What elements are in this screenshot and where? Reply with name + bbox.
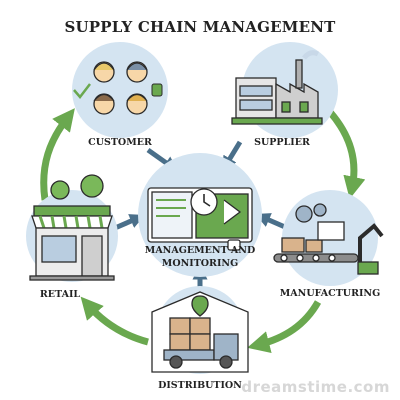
management-monitoring-illustration [138, 153, 262, 277]
cycle-arrow-retail-to-customer [40, 108, 75, 201]
distribution-label: DISTRIBUTION [158, 380, 242, 391]
retail-label: RETAIL [39, 289, 81, 300]
center-label-line2: MONITORING [161, 258, 239, 269]
watermark: dreamstime.com [241, 378, 390, 396]
diagram-title: SUPPLY CHAIN MANAGEMENT [64, 18, 336, 36]
cycle-arrow-supplier-to-manufacturing [327, 109, 366, 199]
flow-arrow-manufacturing [255, 213, 286, 230]
customer-label: CUSTOMER [88, 137, 152, 148]
cycle-arrow-distribution-to-retail [80, 296, 149, 346]
manufacturing-label: MANUFACTURING [279, 288, 381, 299]
flow-arrow-retail [114, 214, 145, 231]
center-label-line1: MANAGEMENT AND [144, 245, 256, 256]
manufacturing-illustration [273, 190, 384, 286]
cycle-arrow-manufacturing-to-distribution [247, 300, 322, 354]
distribution-illustration [151, 286, 249, 374]
supplier-illustration [231, 42, 338, 138]
retail-illustration [26, 174, 118, 282]
customer-illustration [72, 42, 168, 138]
supplier-label: SUPPLIER [254, 137, 310, 148]
